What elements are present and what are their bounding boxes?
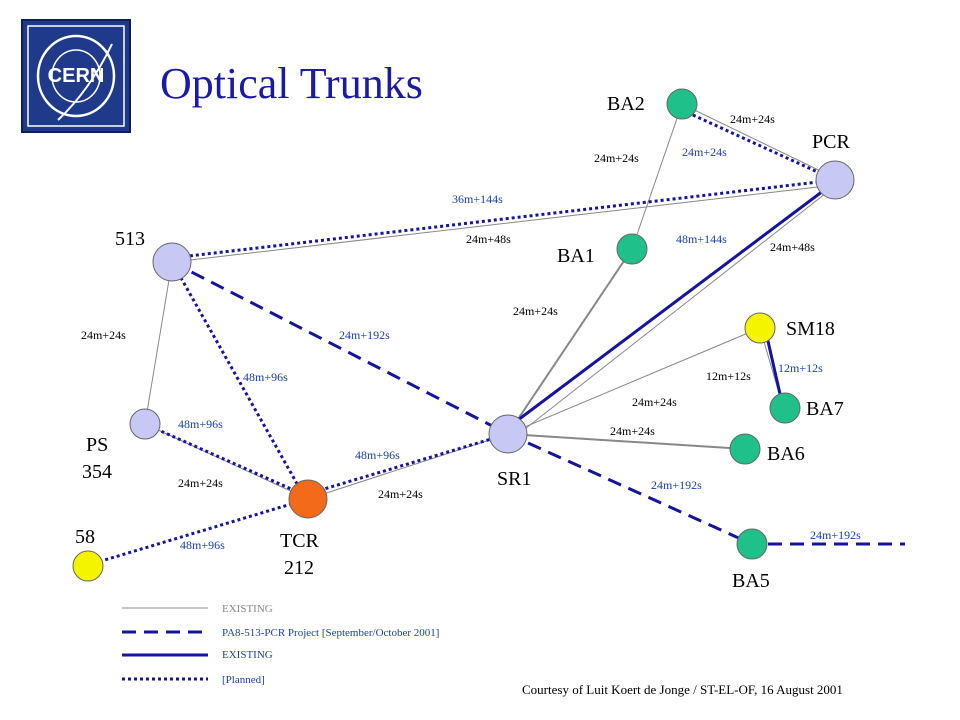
link-sr1-pcr-existing xyxy=(515,185,836,437)
node-label-ba6: BA6 xyxy=(767,443,805,465)
link-sr1-ba6 xyxy=(507,433,746,450)
node-ba1 xyxy=(616,233,648,265)
edge-label-sr1-ba6: 24m+24s xyxy=(610,424,655,438)
edge-label-513-pcr-existing: 24m+48s xyxy=(466,232,511,246)
legend: EXISTING PA8-513-PCR Project [September/… xyxy=(122,603,439,686)
link-513-pcr-existing xyxy=(172,184,836,263)
edge-label-ba2-pcr-existing: 24m+24s xyxy=(730,112,775,126)
cern-logo-text: CERN xyxy=(48,65,105,87)
planned-links xyxy=(87,108,836,567)
edge-label-ba5-out-project: 24m+192s xyxy=(810,528,861,542)
link-tcr-sr1-planned xyxy=(313,432,509,494)
link-ba1-ba2 xyxy=(631,103,683,250)
edge-label-sr1-ba1: 24m+24s xyxy=(513,304,558,318)
page-title: Optical Trunks xyxy=(160,59,423,108)
link-sr1-ba1 xyxy=(507,248,633,435)
existing-thick-links xyxy=(507,248,746,450)
edge-label-ps-tcr-existing: 24m+24s xyxy=(178,476,223,490)
node-ba7 xyxy=(769,392,801,424)
link-sr1-ba5-project xyxy=(507,432,753,546)
legend-label-planned: [Planned] xyxy=(222,674,265,686)
edge-label-tcr-sr1-existing: 24m+24s xyxy=(378,487,423,501)
node-ba6 xyxy=(729,433,761,465)
node-label-sr1: SR1 xyxy=(497,468,531,490)
node-58 xyxy=(72,550,104,582)
edge-label-58-tcr-planned: 48m+96s xyxy=(180,538,225,552)
link-tcr-sr1-existing xyxy=(307,433,509,500)
edge-label-513-ps: 24m+24s xyxy=(81,328,126,342)
node-513 xyxy=(152,242,192,282)
edge-label-513-pcr-planned: 36m+144s xyxy=(452,192,503,206)
node-tcr xyxy=(288,479,328,519)
link-ba2-pcr-planned xyxy=(681,108,836,182)
edge-label-513-tcr-planned: 48m+96s xyxy=(243,370,288,384)
node-label-ps-line1: PS xyxy=(86,434,108,456)
link-513-ps xyxy=(144,261,173,425)
legend-label-existing-thin: EXISTING xyxy=(222,603,273,615)
cern-logo: CERN xyxy=(21,19,131,133)
link-ps-tcr-existing xyxy=(144,423,309,500)
legend-label-existing-blue: EXISTING xyxy=(222,649,273,661)
link-58-tcr-planned xyxy=(87,497,309,567)
node-label-513: 513 xyxy=(115,228,145,250)
node-pcr xyxy=(815,160,855,200)
link-sr1-sm18 xyxy=(507,327,761,435)
edge-label-sr1-ba5-project: 24m+192s xyxy=(651,478,702,492)
edge-label-ba1-ba2: 24m+24s xyxy=(594,151,639,165)
node-label-tcr-line1: TCR xyxy=(280,530,320,552)
edge-label-ba2-pcr-planned: 24m+24s xyxy=(682,145,727,159)
nodes xyxy=(72,88,855,582)
link-513-pcr-planned xyxy=(171,178,836,260)
node-label-pcr: PCR xyxy=(812,131,850,153)
edge-label-513-sr1-project: 24m+192s xyxy=(339,328,390,342)
edge-label-tcr-sr1-planned: 48m+96s xyxy=(355,448,400,462)
node-ba5 xyxy=(736,528,768,560)
link-513-sr1-project xyxy=(171,260,509,436)
edge-label-sm18-ba7-blue: 12m+12s xyxy=(778,361,823,375)
node-labels: BA2 PCR 513 BA1 SM18 BA7 PS 354 SR1 BA6 … xyxy=(75,93,850,592)
edge-label-sr1-pcr-existing: 24m+48s xyxy=(770,240,815,254)
node-sr1 xyxy=(488,414,528,454)
node-ba2 xyxy=(666,88,698,120)
courtesy-note: Courtesy of Luit Koert de Jonge / ST-EL-… xyxy=(522,682,843,697)
link-sr1-pcr-blue xyxy=(517,180,836,422)
node-label-ba7: BA7 xyxy=(806,398,844,420)
link-513-tcr-planned xyxy=(170,261,302,490)
node-label-58: 58 xyxy=(75,526,95,548)
node-label-ps-line2: 354 xyxy=(82,461,112,483)
legend-label-project: PA8-513-PCR Project [September/October 2… xyxy=(222,627,439,639)
edge-label-ps-tcr-planned: 48m+96s xyxy=(178,417,223,431)
project-links xyxy=(171,260,905,546)
node-label-ba5: BA5 xyxy=(732,570,770,592)
node-label-sm18: SM18 xyxy=(786,318,835,340)
node-label-tcr-line2: 212 xyxy=(284,557,314,579)
edge-labels: 24m+24s 24m+24s 24m+24s 36m+144s 24m+48s… xyxy=(81,112,861,552)
node-label-ba1: BA1 xyxy=(557,245,595,267)
existing-blue-links xyxy=(517,180,836,422)
node-sm18 xyxy=(744,312,776,344)
node-label-ba2: BA2 xyxy=(607,93,645,115)
edge-label-sr1-sm18: 24m+24s xyxy=(632,395,677,409)
node-ps xyxy=(129,408,161,440)
edge-label-sm18-ba7-existing: 12m+12s xyxy=(706,369,751,383)
link-ba2-pcr-existing xyxy=(681,103,836,179)
edge-label-sr1-pcr-blue: 48m+144s xyxy=(676,232,727,246)
link-ps-tcr-planned xyxy=(144,422,299,494)
